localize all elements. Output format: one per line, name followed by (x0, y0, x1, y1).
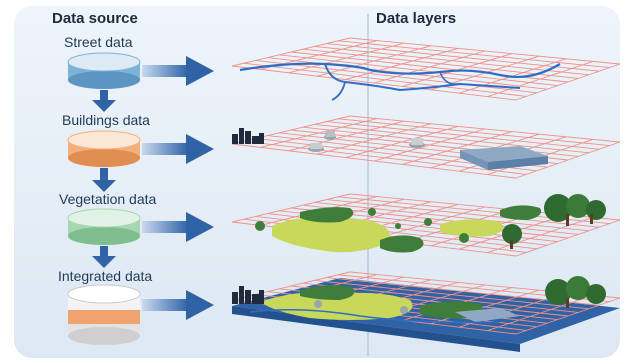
grid-line (302, 48, 579, 79)
right-arrow-vegetation (142, 212, 214, 242)
vegetation-patches (255, 205, 542, 253)
buildings-icon (232, 128, 264, 144)
grid-line (338, 40, 610, 69)
data-source-header: Data source (52, 10, 138, 27)
right-arrow-integrated (142, 290, 214, 320)
building-models (308, 131, 548, 170)
grid-line (373, 50, 486, 84)
grid-line (326, 199, 600, 228)
down-arrow-vegetation-to-integrated (92, 246, 116, 268)
down-arrow-buildings-to-vegetation (92, 168, 116, 192)
data-layers-header: Data layers (376, 10, 457, 27)
right-arrow-buildings (142, 134, 214, 164)
grid-line (373, 128, 486, 162)
grid-line (515, 219, 621, 257)
grid-line (487, 294, 594, 332)
right-arrows (142, 56, 214, 320)
grid-line (338, 118, 610, 147)
grid-line (515, 297, 621, 335)
street-data-label: Street data (64, 34, 133, 50)
vegetation-data-cylinder (67, 208, 141, 245)
grid-line (487, 60, 594, 98)
integrated-features (249, 285, 520, 324)
tree-icons-vegetation (502, 194, 606, 249)
right-arrow-street (142, 56, 214, 86)
grid-line (515, 63, 621, 101)
street-data-cylinder (67, 52, 141, 89)
tree-icons-integrated (545, 276, 606, 308)
grid-line (314, 201, 589, 232)
grid-line (314, 123, 589, 154)
grid-line (349, 115, 621, 143)
down-arrow-street-to-buildings (92, 90, 116, 112)
vegetation-data-label: Vegetation data (59, 191, 157, 207)
buildings-icon-integrated (232, 286, 264, 304)
integrated-data-cylinder (67, 284, 141, 345)
grid-line (402, 131, 513, 165)
street-lines (239, 62, 561, 101)
integrated-data-label: Integrated data (58, 268, 153, 284)
down-arrows (92, 90, 116, 268)
grid-line (314, 45, 589, 76)
grid-line (487, 216, 594, 254)
buildings-data-cylinder (67, 130, 141, 167)
grid-line (515, 141, 621, 179)
grid-line (349, 37, 621, 65)
grid-line (314, 279, 589, 310)
grid-line (326, 121, 600, 150)
buildings-data-label: Buildings data (62, 112, 150, 128)
